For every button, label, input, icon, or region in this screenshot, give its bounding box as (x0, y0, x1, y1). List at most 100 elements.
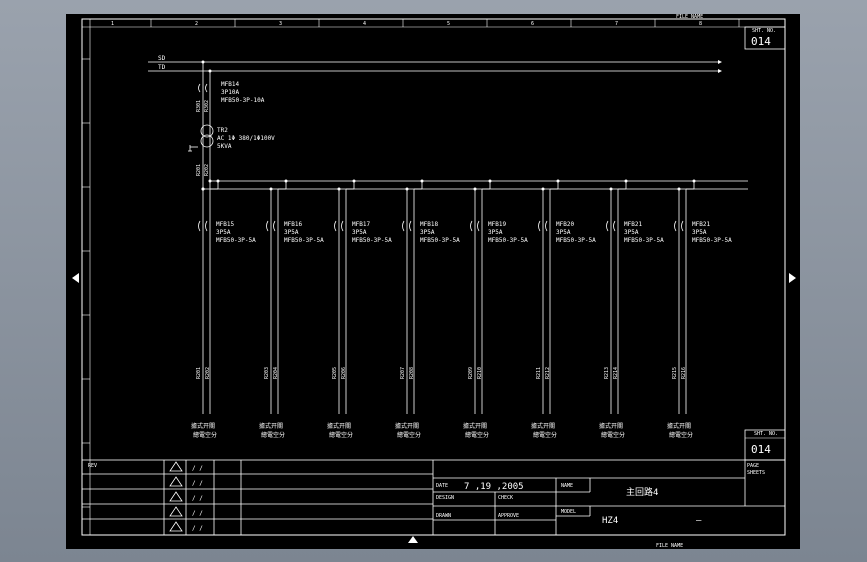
file-name-top: FILE NAME (676, 14, 703, 20)
branch-wire-label-a: R211 (536, 367, 542, 379)
branch-outlet-sublabel: 總電空分 (329, 431, 353, 439)
branch-breaker-model: MFB50-3P-5A (556, 237, 596, 244)
revision-triangles (169, 461, 183, 532)
column-number: 5 (447, 21, 450, 27)
branch-outlet-label: 據式开關 (667, 422, 691, 430)
transformer-spec: AC 1Φ 380/1Φ100V (217, 135, 275, 142)
transformer-power: 5KVA (217, 143, 232, 150)
branch-breaker-id: MFB19 (488, 221, 506, 228)
branch-breaker-model: MFB50-3P-5A (216, 237, 256, 244)
schematic-canvas: SHT. NO. 014 SHT. NO. 014 FILE NAME FILE… (81, 14, 786, 549)
sheet-number: 014 (751, 35, 771, 48)
name-label: NAME (561, 483, 573, 489)
transformer-id: TR2 (217, 127, 228, 134)
branch-breaker-rating: 3P5A (692, 229, 707, 236)
branch-outlet-label: 據式开關 (463, 422, 487, 430)
branch-outlet-sublabel: 總電空分 (261, 431, 285, 439)
branch-wire-label-b: R212 (545, 367, 551, 379)
sheet-number-box (744, 26, 786, 50)
branch-outlet-sublabel: 總電空分 (193, 431, 217, 439)
drawing-frame (81, 18, 786, 536)
column-number: 6 (531, 21, 534, 27)
branch-breaker-model: MFB50-3P-5A (420, 237, 460, 244)
date-label: DATE (436, 483, 448, 489)
branch-breaker-model: MFB50-3P-5A (352, 237, 392, 244)
branch-wire-label-a: R213 (604, 367, 610, 379)
branch-wire-label-b: R208 (409, 367, 415, 379)
bus-label-td: TD (158, 64, 166, 71)
wire-label-r301: R301 (196, 100, 202, 112)
branch-breaker-rating: 3P5A (556, 229, 571, 236)
branch-breaker-id: MFB20 (556, 221, 574, 228)
branch-breaker-id: MFB21 (624, 221, 642, 228)
bus-arrow-sd (718, 60, 722, 64)
wire-label-r201: R201 (196, 164, 202, 176)
branch-outlet-label: 據式开關 (327, 422, 351, 430)
branch-breaker-rating: 3P5A (352, 229, 367, 236)
scroll-down-arrow-icon[interactable] (408, 536, 418, 543)
branch-breaker-rating: 3P5A (624, 229, 639, 236)
sheets-label: SHEETS (747, 470, 765, 476)
branch-outlet-label: 據式开關 (191, 422, 215, 430)
branch-outlet-sublabel: 總電空分 (669, 431, 693, 439)
column-number: 4 (363, 21, 366, 27)
branch-wire-label-b: R210 (477, 367, 483, 379)
branch-breaker-rating: 3P5A (420, 229, 435, 236)
drawing-sheet[interactable]: SHT. NO. 014 SHT. NO. 014 FILE NAME FILE… (66, 14, 800, 549)
branch-outlet-label: 據式开關 (531, 422, 555, 430)
branch-breaker-model: MFB50-3P-5A (692, 237, 732, 244)
branch-wire-label-b: R206 (341, 367, 347, 379)
sheet-header-label: SHT. NO. (752, 28, 776, 34)
title-block (81, 459, 786, 536)
drawn-label: DRAWN (436, 513, 451, 519)
approve-label: APPROVE (498, 513, 519, 519)
branch-breaker-model: MFB50-3P-5A (488, 237, 528, 244)
file-name-bottom: FILE NAME (656, 543, 683, 549)
model-suffix: — (696, 516, 702, 526)
branch-wire-label-a: R201 (196, 367, 202, 379)
scroll-left-arrow-icon[interactable] (72, 273, 79, 283)
main-breaker-id: MFB14 (221, 81, 239, 88)
page-label: PAGE (747, 463, 759, 469)
revision-label: REV (88, 463, 97, 469)
branch-outlet-sublabel: 總電空分 (465, 431, 489, 439)
model-value: HZ4 (602, 516, 618, 526)
revision-mark-4: / / (192, 510, 203, 517)
branch-wire-label-b: R204 (273, 367, 279, 379)
revision-mark-2: / / (192, 480, 203, 487)
revision-mark-5: / / (192, 525, 203, 532)
sheet-number-lower: 014 (751, 443, 771, 456)
date-value: 7 ,19 ,2005 (464, 482, 524, 492)
drawing-title: 主回路4 (626, 486, 658, 498)
branch-breaker-rating: 3P5A (284, 229, 299, 236)
model-label: MODEL (561, 509, 576, 515)
branch-wire-label-a: R203 (264, 367, 270, 379)
main-breaker-rating: 3P10A (221, 89, 239, 96)
branch-outlet-sublabel: 總電空分 (601, 431, 625, 439)
branch-breaker-id: MFB15 (216, 221, 234, 228)
column-number: 3 (279, 21, 282, 27)
branch-wire-label-a: R207 (400, 367, 406, 379)
branch-breaker-rating: 3P5A (216, 229, 231, 236)
branch-wire-label-b: R216 (681, 367, 687, 379)
design-label: DESIGN (436, 495, 454, 501)
main-feed (188, 60, 214, 191)
branch-outlet-sublabel: 總電空分 (397, 431, 421, 439)
branch-wire-label-a: R209 (468, 367, 474, 379)
scroll-right-arrow-icon[interactable] (789, 273, 796, 283)
branch-outlet-label: 據式开關 (599, 422, 623, 430)
bus-arrow-td (718, 69, 722, 73)
bus-label-sd: SD (158, 55, 166, 62)
branch-breaker-model: MFB50-3P-5A (624, 237, 664, 244)
branch-breaker-id: MFB16 (284, 221, 302, 228)
revision-mark-3: / / (192, 495, 203, 502)
branch-outlet-label: 據式开關 (395, 422, 419, 430)
